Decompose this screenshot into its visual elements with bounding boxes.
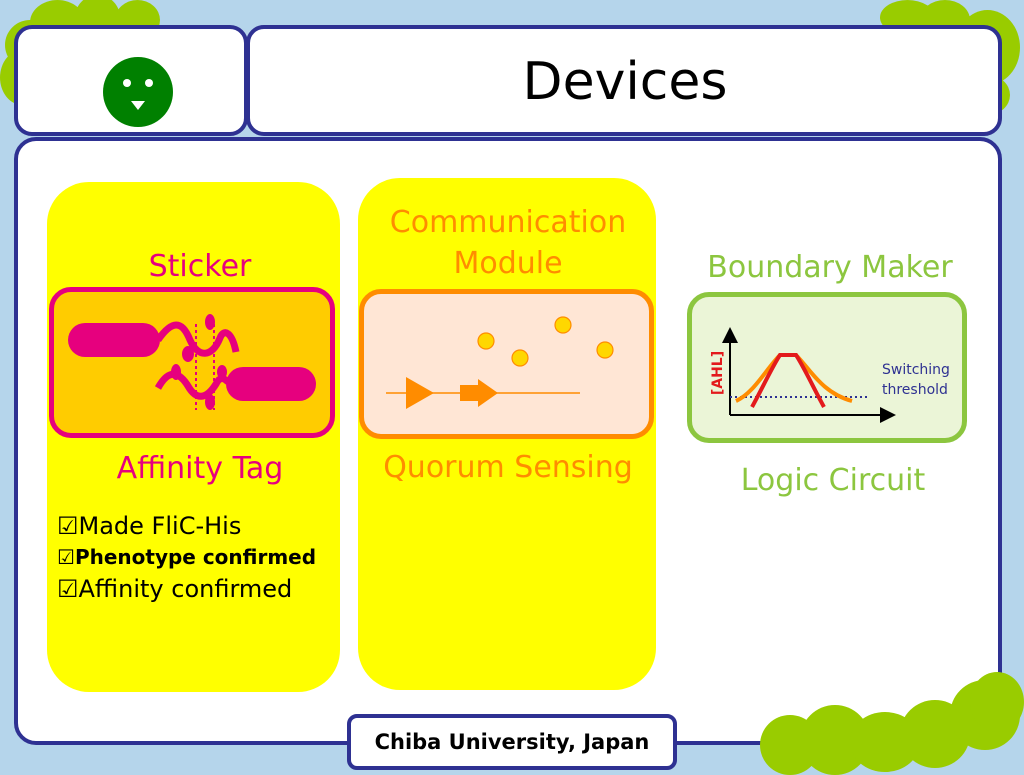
- ahl-molecule: [477, 332, 495, 350]
- checklist-item-label: Made FliC-His: [78, 512, 242, 540]
- checklist-item: ☑Phenotype confirmed: [57, 542, 316, 572]
- sticker-subtitle: Affinity Tag: [116, 451, 284, 486]
- smiley-face: [103, 57, 173, 127]
- ahl-molecule: [511, 349, 529, 367]
- communication-diagram-box: [359, 289, 654, 439]
- his-tag: [171, 364, 181, 380]
- checklist-item-label: Affinity confirmed: [78, 575, 293, 603]
- checkbox-icon: ☑: [57, 545, 75, 569]
- page-title: Devices: [522, 52, 728, 112]
- smiley-mouth: [131, 101, 145, 110]
- bubble-decoration: [970, 672, 1024, 732]
- y-axis-label: [AHL]: [710, 350, 726, 396]
- boundary-subtitle: Logic Circuit: [740, 463, 926, 498]
- footer-text: Chiba University, Japan: [374, 730, 650, 754]
- boundary-diagram-box: [AHL] Switching threshold: [687, 292, 967, 443]
- ahl-molecule: [596, 341, 614, 359]
- title-panel: Devices: [246, 25, 1002, 136]
- sticker-title: Sticker: [148, 249, 252, 284]
- smiley-icon: [103, 57, 173, 127]
- communication-subtitle: Quorum Sensing: [383, 450, 633, 485]
- ahl-molecule: [554, 316, 572, 334]
- sticker-checklist: ☑Made FliC-His ☑Phenotype confirmed ☑Aff…: [57, 510, 316, 606]
- his-tag: [217, 365, 227, 379]
- switching-threshold-graph: [722, 327, 896, 423]
- his-tag: [182, 346, 194, 362]
- response-curve-steep: [750, 353, 826, 408]
- checklist-item: ☑Affinity confirmed: [57, 572, 316, 606]
- response-curve-wide: [735, 353, 853, 403]
- quorum-sensing-diagram: [386, 316, 614, 409]
- logo-panel: [14, 25, 248, 136]
- his-tag: [205, 394, 215, 410]
- checkbox-icon: ☑: [57, 575, 79, 603]
- promoter-arrow: [406, 377, 434, 409]
- his-tag: [205, 314, 215, 330]
- checklist-item-label: Phenotype confirmed: [74, 545, 317, 569]
- boundary-title: Boundary Maker: [707, 250, 953, 285]
- checkbox-icon: ☑: [57, 512, 79, 540]
- bacterium-left: [68, 323, 160, 357]
- flagellum-upper: [155, 321, 240, 357]
- bacterium-right: [226, 367, 316, 401]
- smiley-eye: [123, 79, 131, 87]
- smiley-eye: [145, 79, 153, 87]
- sticker-diagram-box: [49, 287, 335, 438]
- flagellum-lower: [154, 370, 231, 400]
- footer-panel: Chiba University, Japan: [347, 714, 677, 770]
- communication-title-line1: Communication: [389, 205, 627, 240]
- gene-arrow: [460, 379, 498, 407]
- checklist-item: ☑Made FliC-His: [57, 510, 316, 542]
- flagellin-binding-diagram: [68, 314, 316, 410]
- threshold-label-line2: threshold: [882, 382, 948, 398]
- communication-title-line2: Module: [453, 246, 563, 281]
- threshold-label-line1: Switching: [882, 362, 950, 378]
